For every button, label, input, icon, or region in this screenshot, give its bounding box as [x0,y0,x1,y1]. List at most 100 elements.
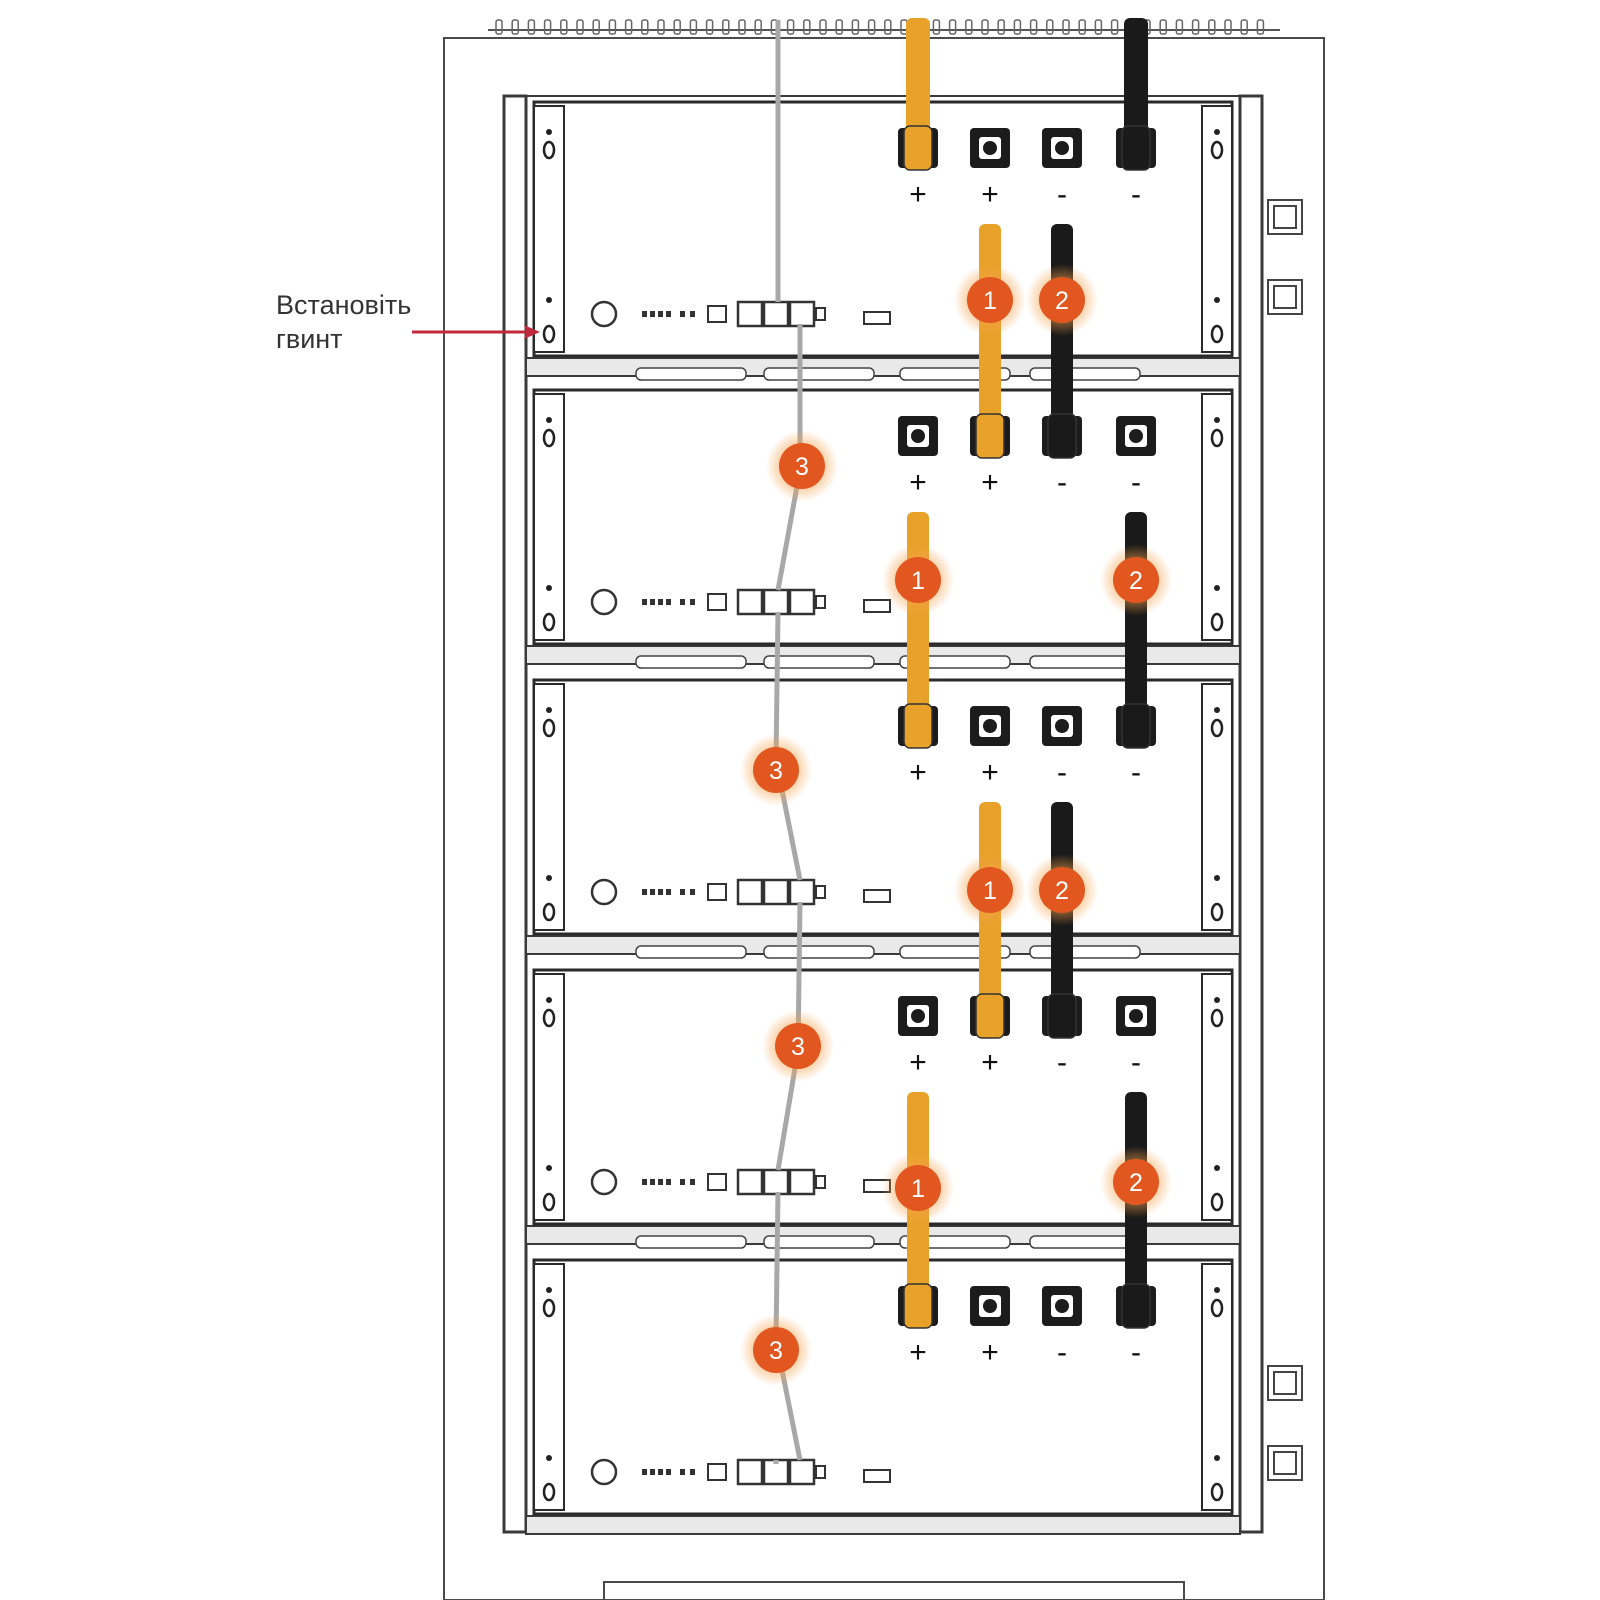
vent-slot [1256,19,1265,35]
left-handle [533,105,565,353]
shelf-slot [1029,367,1141,381]
cable-plug [903,703,933,749]
positive-terminal-label: + [981,1046,999,1079]
negative-terminal-label: - [1131,756,1141,789]
badge-circle [1039,867,1085,913]
screw-hole [1210,902,1224,922]
right-handle [1201,1263,1233,1511]
comm-port [762,1458,790,1486]
small-port [815,1465,826,1479]
vent-slot [1013,19,1022,35]
led-indicator [642,311,647,317]
dry-contact [863,311,891,325]
led-indicator [642,1469,647,1475]
badge-number: 3 [795,453,809,481]
vent-slot [722,19,730,35]
handle-dot [546,297,552,303]
vent-slot [851,19,860,35]
vent-slot [1110,19,1119,35]
terminal-bolt [983,141,997,155]
vent-slot [1191,19,1200,35]
vent-slot [495,19,503,35]
led-indicator [666,1179,671,1185]
terminal-bolt [983,1299,997,1313]
right-handle [1201,393,1233,641]
shelf-slot [1029,1235,1141,1249]
left-rail [502,94,528,1534]
badge-circle [967,277,1013,323]
comm-port [762,300,790,328]
screw-hole [1210,140,1224,160]
shelf-slot [635,367,747,381]
handle-dot [546,1287,552,1293]
shelf-slot [635,945,747,959]
led-indicator [680,311,685,317]
negative-terminal-label: - [1057,756,1067,789]
comm-port [762,588,790,616]
comm-port [788,1168,816,1196]
handle-dot [1214,129,1220,135]
vent-slot [1240,19,1248,35]
led-indicator [666,1469,671,1475]
badge-communication-cable: 3 [762,1010,834,1082]
shelf [525,1515,1241,1535]
terminal-bolt [911,1009,925,1023]
vent-slot [705,19,714,35]
badge-positive-cable: 1 [954,264,1026,336]
screw-hole [1210,612,1224,632]
cable-plug [903,125,933,171]
cable-plug [1047,413,1077,459]
comm-port [788,878,816,906]
vent-slot [673,19,681,35]
right-handle [1201,105,1233,353]
led-indicator [642,889,647,895]
badge-communication-cable: 3 [766,430,838,502]
badge-communication-cable: 3 [740,1314,812,1386]
comm-port [762,1168,790,1196]
badge-circle [1039,277,1085,323]
small-port [815,595,826,609]
shelf-slot [635,655,747,669]
badge-communication-cable: 3 [740,734,812,806]
shelf-slot [763,655,875,669]
handle-dot [546,1455,552,1461]
dip-switch [707,1173,727,1191]
screw-hole [1210,428,1224,448]
led-indicator [650,311,655,317]
badge-circle [1113,1159,1159,1205]
terminal-bolt [1055,141,1069,155]
annotation-line-2: гвинт [276,324,343,354]
badge-positive-cable: 1 [954,854,1026,926]
cable-plug [1047,993,1077,1039]
screw-hole [1210,1008,1224,1028]
screw-hole [542,902,556,922]
right-rail [1238,94,1264,1534]
badge-number: 1 [983,287,997,315]
dip-switch [707,593,727,611]
handle-dot [546,585,552,591]
vent-slot [1062,19,1070,35]
vent-slot [997,19,1005,35]
vent-slot [948,19,957,35]
badge-circle [779,443,825,489]
positive-terminal-label: + [909,178,927,211]
cable-plug [903,1283,933,1329]
vent-slot [1046,19,1054,35]
screw-hole [542,1008,556,1028]
cabinet-base-notch [603,1581,1185,1600]
shelf-slot [763,1235,875,1249]
comm-port [736,878,764,906]
small-port [815,307,826,321]
led-indicator [666,311,671,317]
positive-terminal-label: + [981,756,999,789]
led-indicator [658,1469,663,1475]
positive-terminal-label: + [981,466,999,499]
vent-slot [657,19,665,35]
vent-slot [803,19,811,35]
badge-negative-cable: 2 [1100,1146,1172,1218]
handle-dot [546,1165,552,1171]
led-indicator [658,1179,663,1185]
left-handle [533,683,565,931]
vent-slot [738,19,746,35]
shelf-slot [763,945,875,959]
